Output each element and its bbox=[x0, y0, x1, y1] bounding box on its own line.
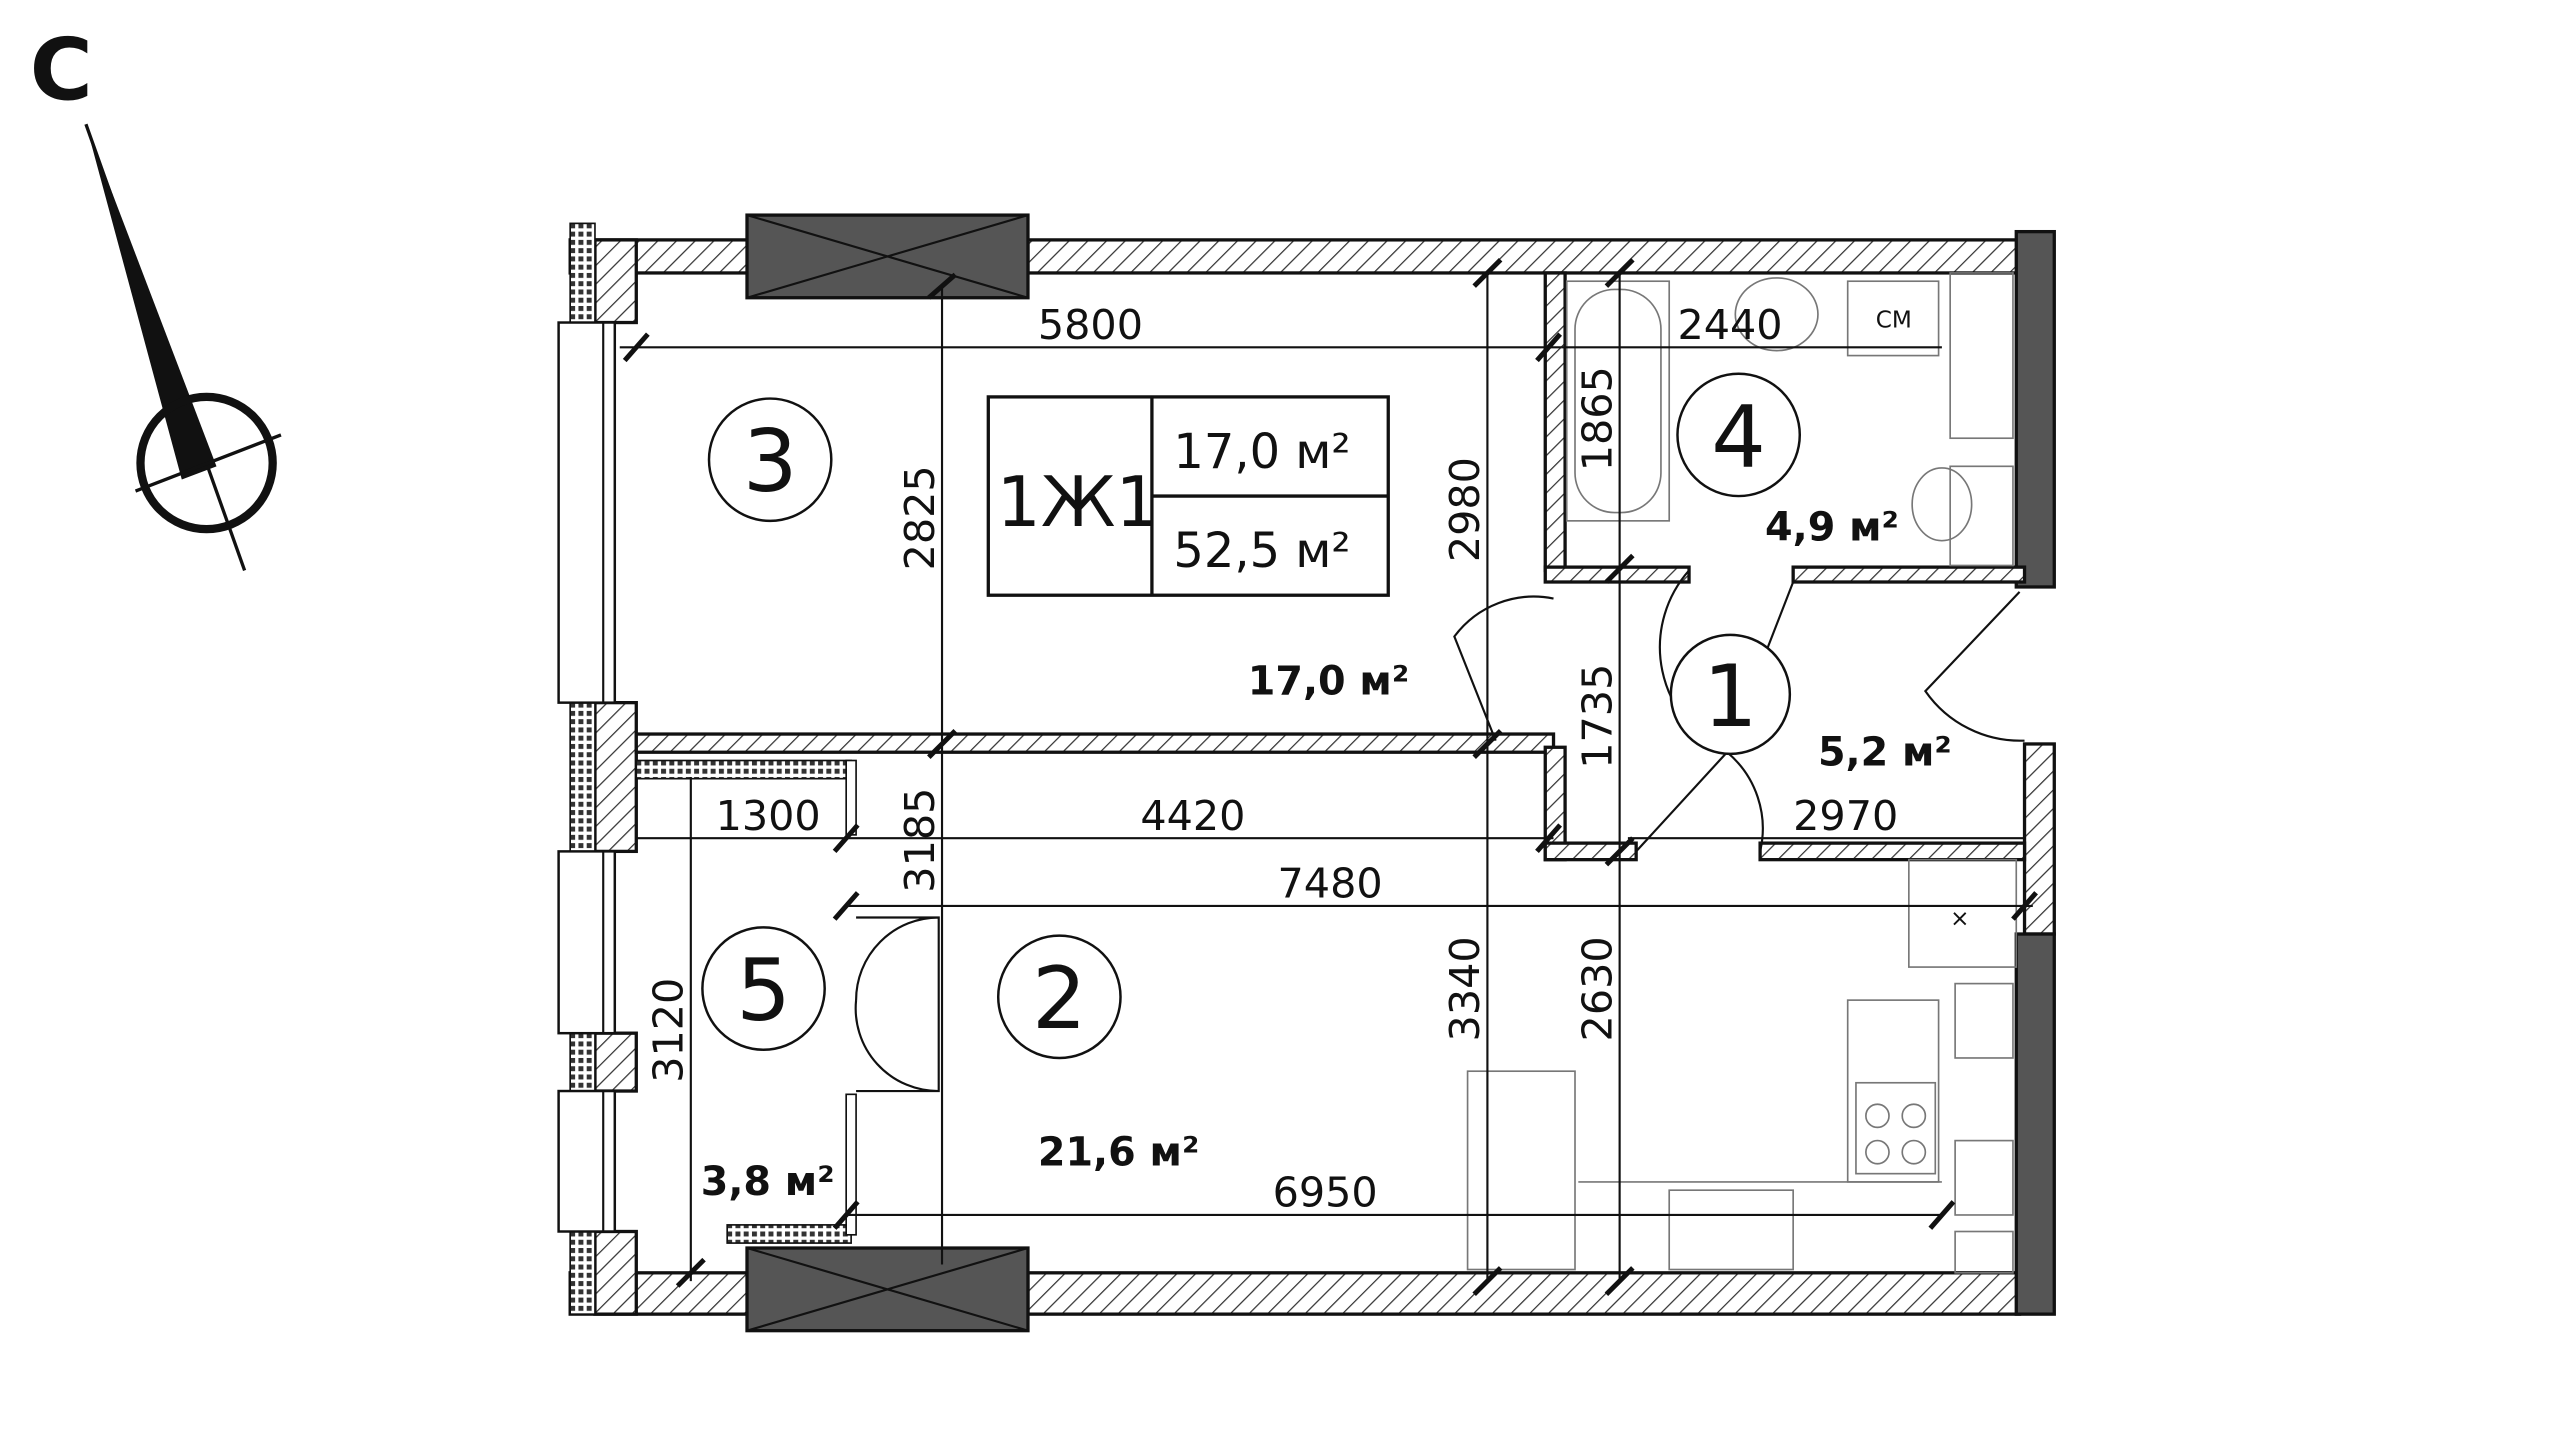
svg-text:5: 5 bbox=[736, 941, 791, 1041]
dim-6950: 6950 bbox=[1273, 1169, 1378, 1217]
apartment-summary: 1Ж1 17,0 м² 52,5 м² bbox=[986, 395, 1390, 597]
dim-1300: 1300 bbox=[716, 792, 821, 840]
dim-2970: 2970 bbox=[1793, 792, 1898, 840]
compass: С bbox=[30, 20, 282, 571]
dim-2980: 2980 bbox=[1441, 457, 1489, 562]
room-2-area: 21,6 м² bbox=[1038, 1129, 1199, 1175]
room-5: 5 3,8 м² bbox=[701, 926, 835, 1205]
room-4-area: 4,9 м² bbox=[1765, 505, 1899, 551]
living-area: 17,0 м² bbox=[1173, 425, 1350, 480]
room-1-area: 5,2 м² bbox=[1818, 729, 1952, 775]
dim-7480: 7480 bbox=[1278, 860, 1383, 908]
svg-text:1: 1 bbox=[1703, 647, 1758, 747]
svg-text:4: 4 bbox=[1711, 387, 1766, 487]
dim-3340: 3340 bbox=[1441, 936, 1489, 1041]
windows bbox=[557, 321, 617, 1233]
dim-4420: 4420 bbox=[1140, 792, 1245, 840]
columns bbox=[745, 213, 1030, 1333]
washing-machine-label: СМ bbox=[1876, 307, 1912, 333]
north-label: С bbox=[30, 20, 93, 120]
room-1: 1 5,2 м² bbox=[1669, 633, 1952, 775]
dim-2630: 2630 bbox=[1573, 936, 1621, 1041]
svg-text:3: 3 bbox=[743, 412, 798, 512]
dimension-lines bbox=[619, 257, 2038, 1297]
svg-text:2: 2 bbox=[1032, 949, 1087, 1049]
room-3: 3 17,0 м² bbox=[707, 397, 1409, 704]
room-3-area: 17,0 м² bbox=[1248, 658, 1409, 704]
dimension-labels: 5800 2440 1300 4420 2970 7480 6950 2825 … bbox=[645, 301, 1899, 1217]
room-5-area: 3,8 м² bbox=[701, 1159, 835, 1205]
dim-3185: 3185 bbox=[896, 788, 944, 893]
apartment-type: 1Ж1 bbox=[997, 463, 1160, 543]
svg-text:×: × bbox=[1950, 906, 1969, 932]
north-needle-icon bbox=[85, 124, 217, 480]
dim-3120: 3120 bbox=[645, 978, 693, 1083]
compass-circle-icon bbox=[136, 392, 277, 534]
room-2: 2 21,6 м² bbox=[996, 934, 1199, 1175]
dim-1735: 1735 bbox=[1573, 664, 1621, 769]
room-labels: 1 5,2 м² 2 21,6 м² 3 17,0 м² 4 4,9 м² 5 … bbox=[701, 372, 1952, 1205]
dim-1865: 1865 bbox=[1573, 366, 1621, 471]
dim-5800: 5800 bbox=[1038, 301, 1143, 349]
dim-2825: 2825 bbox=[896, 465, 944, 570]
room-4: 4 4,9 м² bbox=[1676, 372, 1899, 551]
dim-2440: 2440 bbox=[1677, 301, 1782, 349]
fixtures: СМ × bbox=[1466, 272, 2018, 1274]
total-area: 52,5 м² bbox=[1173, 524, 1350, 579]
